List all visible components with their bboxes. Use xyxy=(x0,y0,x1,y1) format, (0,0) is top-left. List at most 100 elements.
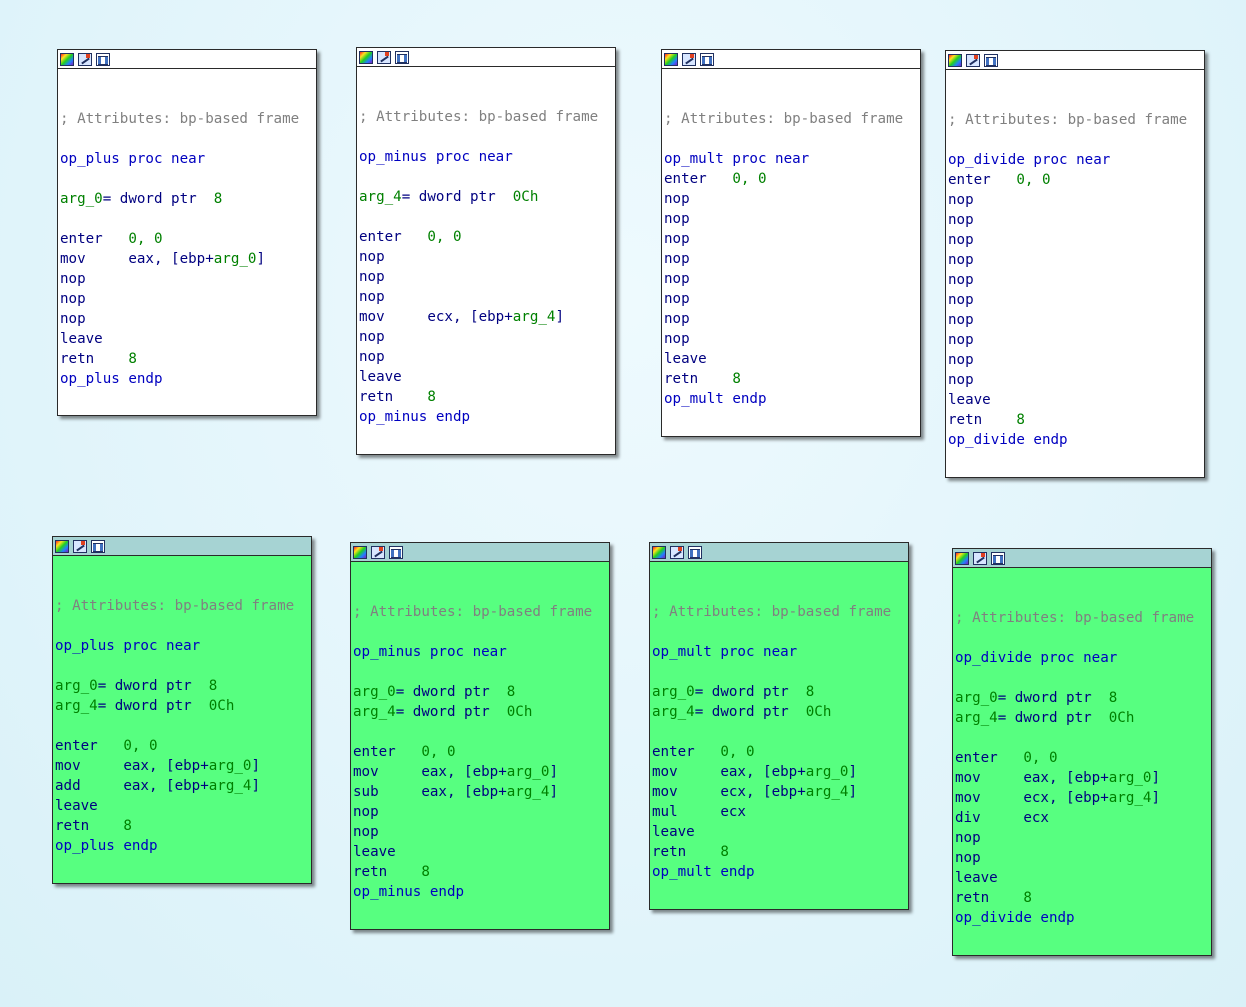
edit-icon[interactable] xyxy=(377,50,391,64)
code-line[interactable]: nop xyxy=(664,309,920,329)
code-line[interactable]: arg_4= dword ptr 0Ch xyxy=(353,702,609,722)
code-line[interactable]: op_minus endp xyxy=(359,407,615,427)
code-line[interactable]: enter 0, 0 xyxy=(664,169,920,189)
code-line[interactable]: op_minus endp xyxy=(353,882,609,902)
token-arg[interactable]: arg_0 xyxy=(208,758,252,774)
code-line[interactable]: op_divide endp xyxy=(948,430,1204,450)
token-arg[interactable]: arg_0 xyxy=(353,684,396,700)
graph-view-icon[interactable] xyxy=(700,52,714,66)
code-line[interactable]: nop xyxy=(948,310,1204,330)
edit-icon[interactable] xyxy=(78,52,92,66)
code-line[interactable]: nop xyxy=(948,270,1204,290)
color-palette-icon[interactable] xyxy=(948,53,962,67)
token-arg[interactable]: arg_4 xyxy=(805,784,849,800)
token-name[interactable]: op_plus xyxy=(55,838,115,854)
code-line[interactable]: nop xyxy=(664,189,920,209)
code-line[interactable]: ; Attributes: bp-based frame xyxy=(948,110,1204,130)
color-palette-icon[interactable] xyxy=(664,52,678,66)
token-name[interactable]: op_plus xyxy=(55,638,115,654)
code-line[interactable]: ; Attributes: bp-based frame xyxy=(652,602,908,622)
code-line[interactable]: retn 8 xyxy=(359,387,615,407)
edit-icon[interactable] xyxy=(73,539,87,553)
code-line[interactable]: retn 8 xyxy=(353,862,609,882)
token-arg[interactable]: arg_0 xyxy=(652,684,695,700)
color-palette-icon[interactable] xyxy=(55,539,69,553)
node-op-mult-restored[interactable]: ; Attributes: bp-based frame op_mult proc… xyxy=(649,542,909,910)
code-line[interactable]: nop xyxy=(353,802,609,822)
code-line[interactable]: ; Attributes: bp-based frame xyxy=(353,602,609,622)
code-line[interactable]: enter 0, 0 xyxy=(55,736,311,756)
code-line[interactable]: nop xyxy=(948,290,1204,310)
code-line[interactable]: arg_0= dword ptr 8 xyxy=(55,676,311,696)
code-line[interactable]: mov eax, [ebp+arg_0] xyxy=(60,249,316,269)
token-name[interactable]: op_divide xyxy=(955,910,1032,926)
code-line[interactable]: op_mult proc near xyxy=(652,642,908,662)
code-line[interactable]: mov ecx, [ebp+arg_4] xyxy=(652,782,908,802)
token-name[interactable]: op_minus xyxy=(359,409,428,425)
token-arg[interactable]: arg_0 xyxy=(60,191,103,207)
graph-view-icon[interactable] xyxy=(389,545,403,559)
token-arg[interactable]: arg_4 xyxy=(353,704,396,720)
edit-icon[interactable] xyxy=(966,53,980,67)
code-line[interactable]: enter 0, 0 xyxy=(955,748,1211,768)
token-arg[interactable]: arg_4 xyxy=(512,309,556,325)
token-name[interactable]: op_divide xyxy=(948,432,1025,448)
token-name[interactable]: op_plus xyxy=(60,151,120,167)
node-titlebar[interactable] xyxy=(946,51,1204,70)
color-palette-icon[interactable] xyxy=(60,52,74,66)
code-line[interactable]: leave xyxy=(664,349,920,369)
token-arg[interactable]: arg_0 xyxy=(955,690,998,706)
code-line[interactable]: mov eax, [ebp+arg_0] xyxy=(652,762,908,782)
code-line[interactable]: mov eax, [ebp+arg_0] xyxy=(55,756,311,776)
code-line[interactable]: nop xyxy=(353,822,609,842)
code-line[interactable]: nop xyxy=(955,828,1211,848)
code-line[interactable]: enter 0, 0 xyxy=(948,170,1204,190)
token-name[interactable]: op_mult xyxy=(652,644,712,660)
color-palette-icon[interactable] xyxy=(353,545,367,559)
code-line[interactable]: leave xyxy=(60,329,316,349)
token-arg[interactable]: arg_4 xyxy=(1108,790,1152,806)
graph-view-icon[interactable] xyxy=(91,539,105,553)
code-line[interactable]: leave xyxy=(955,868,1211,888)
graph-view-icon[interactable] xyxy=(984,53,998,67)
token-name[interactable]: op_minus xyxy=(353,884,422,900)
code-line[interactable]: retn 8 xyxy=(55,816,311,836)
code-line[interactable]: nop xyxy=(948,210,1204,230)
code-line[interactable]: nop xyxy=(948,190,1204,210)
code-line[interactable]: arg_4= dword ptr 0Ch xyxy=(359,187,615,207)
code-line[interactable]: mov ecx, [ebp+arg_4] xyxy=(359,307,615,327)
node-titlebar[interactable] xyxy=(650,543,908,562)
code-line[interactable]: op_mult proc near xyxy=(664,149,920,169)
code-line[interactable]: mov ecx, [ebp+arg_4] xyxy=(955,788,1211,808)
token-arg[interactable]: arg_0 xyxy=(506,764,550,780)
code-line[interactable]: op_minus proc near xyxy=(359,147,615,167)
graph-view-icon[interactable] xyxy=(991,551,1005,565)
code-line[interactable]: nop xyxy=(359,247,615,267)
code-line[interactable]: retn 8 xyxy=(652,842,908,862)
code-line[interactable]: nop xyxy=(948,370,1204,390)
code-line[interactable]: op_divide endp xyxy=(955,908,1211,928)
token-arg[interactable]: arg_4 xyxy=(208,778,252,794)
edit-icon[interactable] xyxy=(371,545,385,559)
token-arg[interactable]: arg_0 xyxy=(213,251,257,267)
color-palette-icon[interactable] xyxy=(359,50,373,64)
token-arg[interactable]: arg_0 xyxy=(805,764,849,780)
code-line[interactable]: nop xyxy=(664,229,920,249)
code-line[interactable]: nop xyxy=(664,269,920,289)
token-arg[interactable]: arg_4 xyxy=(55,698,98,714)
token-name[interactable]: op_mult xyxy=(652,864,712,880)
code-line[interactable]: retn 8 xyxy=(955,888,1211,908)
code-line[interactable]: ; Attributes: bp-based frame xyxy=(60,109,316,129)
graph-view-icon[interactable] xyxy=(688,545,702,559)
code-line[interactable]: arg_4= dword ptr 0Ch xyxy=(55,696,311,716)
code-line[interactable]: mov eax, [ebp+arg_0] xyxy=(955,768,1211,788)
code-line[interactable]: add eax, [ebp+arg_4] xyxy=(55,776,311,796)
code-line[interactable]: nop xyxy=(664,249,920,269)
code-line[interactable]: nop xyxy=(60,269,316,289)
node-titlebar[interactable] xyxy=(357,48,615,67)
code-line[interactable]: ; Attributes: bp-based frame xyxy=(359,107,615,127)
